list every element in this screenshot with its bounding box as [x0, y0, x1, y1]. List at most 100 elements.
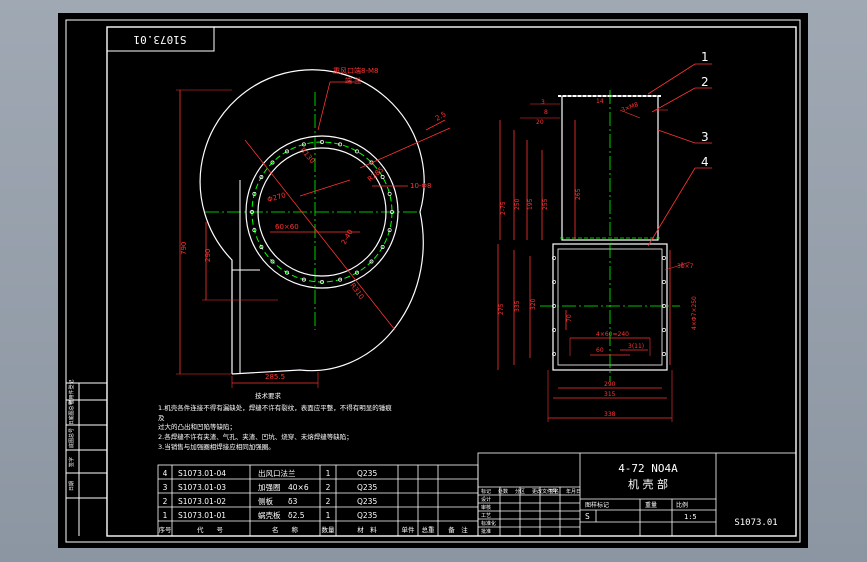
title-role-label: 工艺 [481, 513, 491, 519]
title-mark-label: 标记 [481, 488, 491, 495]
flange-hole [552, 304, 556, 308]
bolt-hole [301, 142, 306, 147]
label-outlet-flange: 重风口端8-M8 [333, 66, 378, 75]
front-view [497, 63, 712, 422]
balloon-3: 3 [701, 130, 709, 144]
label-bolt-pitch: 60×60 [275, 223, 299, 231]
bolt-hole [250, 210, 254, 214]
bottom-dim-c: 338 [604, 411, 616, 418]
left-dim-d: 255 [542, 198, 549, 210]
left-strip-label: 底图总号 [68, 428, 75, 448]
bom-material: Q235 [357, 483, 377, 492]
left-strip [66, 382, 107, 536]
bom-name: 侧板 δ3 [258, 496, 298, 506]
bom-header-cell: 备 注 [448, 525, 468, 534]
left-dim-a: 2-75 [500, 201, 507, 215]
bom-name: 蜗壳板 δ2.5 [258, 510, 305, 520]
bom-material: Q235 [357, 469, 377, 478]
bolt-hole [380, 175, 385, 179]
bolt-hole [355, 270, 359, 275]
inner-frame [106, 26, 797, 537]
title-mark-label: 分区 [515, 488, 525, 495]
drawing-sheet [58, 13, 808, 548]
outer-frame [65, 19, 801, 543]
bolt-hole [387, 228, 392, 233]
top-dim-d: 20 [536, 119, 544, 126]
flange-hole [662, 256, 666, 260]
balloon-4: 4 [701, 155, 709, 169]
title-role-label: 设计 [481, 496, 491, 503]
bolt-hole [380, 245, 385, 249]
label-width-outlet: 285.5 [265, 373, 285, 381]
flange-note: 3×M8 [620, 101, 639, 114]
bom-header-cell: 名 称 [272, 525, 299, 534]
flange-hole [662, 352, 666, 356]
balloon-numbers: 1 2 3 4 [701, 50, 709, 169]
bolt-circle [251, 141, 393, 283]
top-dim-b: 8 [544, 109, 548, 116]
bom-qty: 2 [326, 483, 331, 492]
bom-code: S1073.01-02 [178, 497, 226, 506]
left-dim-b: 250 [514, 198, 521, 210]
flange-hole [662, 280, 666, 284]
bom-qty: 2 [326, 497, 331, 506]
bom-no: 4 [163, 469, 168, 478]
balloon-1: 1 [701, 50, 709, 64]
weight-label: 重量 [645, 501, 657, 509]
side-view-labels: 重风口端8-M8 端 盖 2.5 10-Φ8 R130 R285 R310 Φ2… [180, 66, 448, 381]
bolt-hole [369, 259, 374, 264]
left-strip-label: 借用件登记 [68, 379, 75, 404]
tech-line-1: 1.机壳各件连接不得有漏缺处，焊缝不许有裂纹，表面应平整，不得有明显的锤痕 [158, 403, 392, 412]
bom-header-cell: 代 号 [197, 525, 224, 534]
bolt-hole [252, 228, 257, 233]
tech-line-5: 3.当销售与加强圈相焊接应相同加强圈。 [158, 442, 275, 451]
part-name: 机 壳 部 [628, 477, 668, 491]
stage-label: 图样标记 [585, 501, 609, 509]
label-hole-ring: 10-Φ8 [410, 182, 431, 190]
label-r-outer: R310 [348, 282, 365, 302]
bolt-hole [338, 277, 343, 282]
top-dim-a: 3 [541, 99, 545, 106]
label-outlet-flange-sub: 端 盖 [345, 76, 361, 85]
mirrored-drawing-number: S1073.01 [134, 33, 187, 46]
left-strip-label: 签字 [68, 457, 75, 467]
left-dim-c: 195 [527, 198, 534, 210]
flange-hole [662, 304, 666, 308]
sheet-label: S [585, 512, 590, 521]
bolt-hole [259, 245, 264, 249]
bolt-hole [338, 142, 343, 147]
small-dim-b: 3(11) [628, 343, 644, 350]
title-role-label: 批准 [481, 528, 491, 535]
title-mark-label: 更改文件号 [532, 488, 557, 495]
right-note: 4×Φ7×250 [691, 296, 698, 330]
pitch-dim: 4×60=240 [596, 331, 629, 338]
bolt-hole [355, 149, 359, 154]
bom-code: S1073.01-03 [178, 483, 226, 492]
bolt-hole [285, 149, 289, 154]
bom-header-cell: 序号 [159, 525, 173, 534]
top-dim-c: 14 [596, 98, 604, 105]
bom-header-cell: 材 料 [357, 525, 377, 534]
bom-no: 1 [163, 511, 168, 520]
bom-no: 3 [163, 483, 168, 492]
title-marks: 标记处数分区更改文件号签名年月日设计审核工艺标准化批准 [481, 488, 581, 535]
bom-qty: 1 [326, 511, 331, 520]
title-mark-label: 处数 [498, 488, 508, 495]
tech-requirements: 技术要求 1.机壳各件连接不得有漏缺处，焊缝不许有裂纹，表面应平整，不得有明显的… [158, 391, 392, 451]
height-mid: 265 [575, 188, 582, 200]
title-block-text: 4-72 NO4A 机 壳 部 S1073.01 图样标记 重量 比例 S 1:… [585, 462, 778, 528]
label-height-total: 790 [180, 242, 188, 255]
title-role-label: 标准化 [481, 520, 496, 527]
bom-header-cell: 数量 [322, 525, 336, 534]
lower-dim-c: 320 [530, 298, 537, 310]
bom-header-cell: 总重 [422, 525, 436, 534]
bom-material: Q235 [357, 511, 377, 520]
flange-hole [552, 280, 556, 284]
flange-hole [552, 352, 556, 356]
bottom-dim-b: 315 [604, 391, 616, 398]
